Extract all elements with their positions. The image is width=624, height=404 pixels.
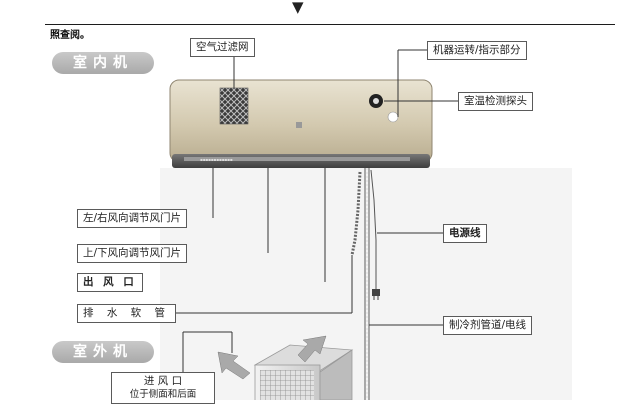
indoor-unit-title: 室内机 (52, 52, 154, 74)
leader-lines (165, 49, 458, 372)
refrigerant-pipe (364, 168, 370, 400)
air-inlet-label: 进 风 口 位于侧面和后面 (111, 372, 215, 404)
air-inlet-note: 位于侧面和后面 (129, 389, 197, 400)
drain-hose-label: 排 水 软 管 (77, 304, 177, 323)
plug-icon (372, 289, 380, 296)
drain-hose (350, 171, 362, 256)
outdoor-unit-drawing (253, 344, 354, 400)
inlet-arrow-left (217, 351, 251, 380)
svg-text:▪▪▪▪▪▪▪▪▪▪▪▪: ▪▪▪▪▪▪▪▪▪▪▪▪ (200, 157, 233, 162)
top-note-text: 照查阅。 (50, 30, 90, 41)
room-temp-sensor-label: 室温检测探头 (458, 92, 533, 111)
ud-louver-label: 上/下风向调节风门片 (77, 244, 188, 263)
indicator-dot (387, 111, 399, 123)
inlet-arrow-right (297, 335, 327, 363)
down-arrow-icon: ▼ (292, 0, 304, 16)
divider-line (45, 24, 615, 25)
lr-louver-label: 左/右风向调节风门片 (77, 209, 188, 228)
air-inlet-title: 进 风 口 (143, 375, 183, 387)
air-filter-label: 空气过滤网 (190, 38, 255, 57)
power-cord (370, 169, 377, 290)
operation-indicator-label: 机器运转/指示部分 (427, 41, 527, 60)
power-cord-label: 电源线 (443, 224, 487, 243)
air-filter-window (219, 87, 249, 125)
outdoor-unit-title: 室外机 (52, 341, 154, 363)
refrigerant-pipe-label: 制冷剂管道/电线 (443, 316, 533, 335)
air-outlet-label: 出 风 口 (77, 273, 143, 292)
indoor-unit-drawing: ▪▪▪▪▪▪▪▪▪▪▪▪ (169, 79, 433, 168)
